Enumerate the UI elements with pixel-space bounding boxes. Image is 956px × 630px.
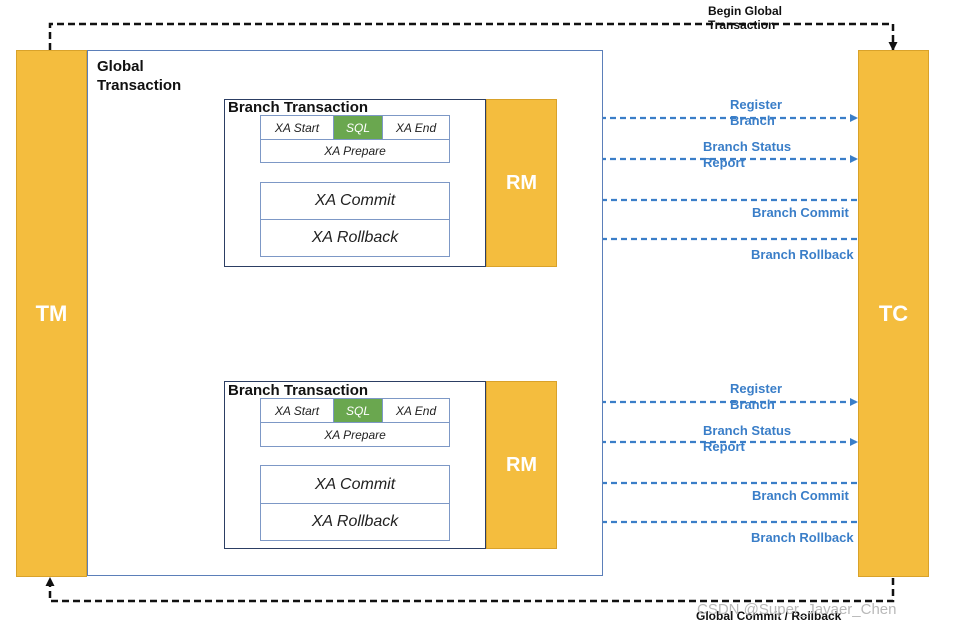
branch-commit-label-2: Branch Commit [752,488,849,503]
xa-prepare-cell-2: XA Prepare [260,422,450,447]
rm-label-1: RM [505,171,538,194]
sql-cell-1: SQL [333,115,383,140]
branch-status-report-label-2: Branch Status Report [703,423,792,454]
begin-global-transaction-label: Begin Global Transaction [708,4,783,32]
branch-commit-label-1: Branch Commit [752,205,849,220]
xa-prepare-cell-1: XA Prepare [260,139,450,163]
xa-start-cell-1: XA Start [260,115,334,140]
register-branch-label-1: Register Branch [730,97,783,128]
tc-label: TC [878,300,909,326]
global-transaction-label: Global Transaction [97,58,182,94]
xa-rollback-cell-2: XA Rollback [260,503,450,541]
branch-rollback-label-2: Branch Rollback [751,530,854,545]
rm-node-2: RM [486,381,557,549]
global-commit-rollback-label: Global Commit / Rollback [696,609,842,623]
tm-label: TM [35,300,68,326]
rm-label-2: RM [505,453,538,476]
branch-rollback-label-1: Branch Rollback [751,247,854,262]
rm-node-1: RM [486,99,557,267]
xa-commit-cell-1: XA Commit [260,182,450,220]
sql-cell-2: SQL [333,398,383,423]
watermark: CSDN @Super_Javaer_Chen [697,601,897,618]
register-branch-label-2: Register Branch [730,381,783,412]
xa-rollback-cell-1: XA Rollback [260,219,450,257]
branch-status-report-label-1: Branch Status Report [703,139,792,170]
xa-end-cell-2: XA End [382,398,450,423]
global-commit-rollback-arrow [45,577,895,603]
tc-node: TC [858,50,929,577]
xa-commit-cell-2: XA Commit [260,465,450,504]
branch-transaction-title-1: Branch Transaction [228,99,369,116]
branch-transaction-title-2: Branch Transaction [228,382,369,399]
tm-node: TM [16,50,87,577]
xa-end-cell-1: XA End [382,115,450,140]
xa-start-cell-2: XA Start [260,398,334,423]
begin-global-transaction-arrow [48,22,898,51]
